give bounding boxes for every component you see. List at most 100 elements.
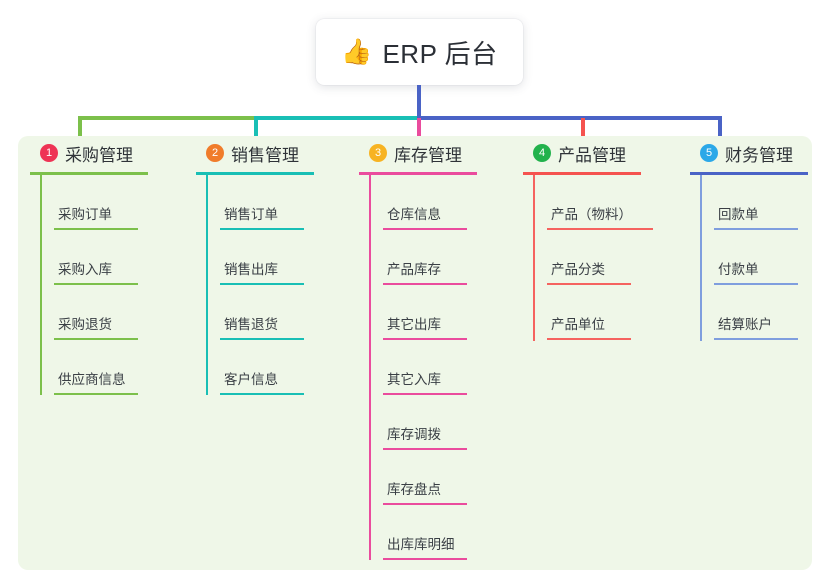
badge-3: 3	[369, 144, 387, 162]
thumbs-up-icon: 👍	[341, 37, 373, 66]
item-label: 产品分类	[551, 262, 605, 277]
item-label: 出库库明细	[387, 537, 455, 552]
list-item[interactable]: 供应商信息	[40, 340, 190, 395]
item-rule	[220, 228, 304, 230]
column-spine-2	[206, 175, 208, 395]
list-item[interactable]: 销售订单	[206, 175, 356, 230]
item-rule	[383, 558, 467, 560]
list-item[interactable]: 库存调拨	[369, 395, 519, 450]
item-label: 仓库信息	[387, 207, 441, 222]
item-rule	[383, 228, 467, 230]
column-title-1: 采购管理	[65, 145, 133, 165]
connector-drop-2	[254, 118, 258, 151]
item-label: 供应商信息	[58, 372, 126, 387]
item-rule	[54, 393, 138, 395]
item-rule	[383, 448, 467, 450]
item-rule	[220, 393, 304, 395]
item-rule	[220, 338, 304, 340]
connector-drop-5	[718, 118, 722, 151]
badge-5: 5	[700, 144, 718, 162]
column-spine-5	[700, 175, 702, 341]
item-label: 回款单	[718, 207, 759, 222]
item-label: 销售退货	[224, 317, 278, 332]
column-header-2[interactable]: 2 销售管理	[196, 140, 356, 166]
column-rule-2	[196, 172, 314, 175]
list-item[interactable]: 出库库明细	[369, 505, 519, 560]
column-inventory: 3 库存管理 仓库信息 产品库存 其它出库 其它入库 库存调拨 库存盘点	[359, 140, 519, 560]
item-label: 结算账户	[718, 317, 772, 332]
list-item[interactable]: 销售退货	[206, 285, 356, 340]
column-items-4: 产品（物料） 产品分类 产品单位	[523, 175, 683, 341]
connector-bus-segment-green	[78, 116, 256, 120]
list-item[interactable]: 付款单	[700, 230, 839, 285]
root-node-card[interactable]: 👍 ERP 后台	[316, 19, 523, 85]
item-rule	[54, 228, 138, 230]
item-label: 采购订单	[58, 207, 112, 222]
list-item[interactable]: 其它出库	[369, 285, 519, 340]
list-item[interactable]: 采购退货	[40, 285, 190, 340]
column-rule-1	[30, 172, 148, 175]
list-item[interactable]: 客户信息	[206, 340, 356, 395]
item-label: 采购入库	[58, 262, 112, 277]
list-item[interactable]: 结算账户	[700, 285, 839, 340]
item-label: 库存盘点	[387, 482, 441, 497]
list-item[interactable]: 产品库存	[369, 230, 519, 285]
column-title-3: 库存管理	[394, 145, 462, 165]
connector-bus-segment-blue	[417, 116, 722, 120]
item-label: 库存调拨	[387, 427, 441, 442]
column-items-3: 仓库信息 产品库存 其它出库 其它入库 库存调拨 库存盘点 出库库明细	[359, 175, 519, 560]
item-rule	[547, 338, 631, 340]
list-item[interactable]: 销售出库	[206, 230, 356, 285]
column-items-2: 销售订单 销售出库 销售退货 客户信息	[196, 175, 356, 395]
item-rule	[383, 338, 467, 340]
column-title-5: 财务管理	[725, 145, 793, 165]
item-rule	[220, 283, 304, 285]
column-title-4: 产品管理	[558, 145, 626, 165]
connector-trunk-vertical	[417, 85, 421, 119]
item-rule	[714, 228, 798, 230]
list-item[interactable]: 产品（物料）	[533, 175, 683, 230]
column-items-5: 回款单 付款单 结算账户	[690, 175, 839, 341]
item-label: 销售订单	[224, 207, 278, 222]
column-rule-3	[359, 172, 477, 175]
column-finance: 5 财务管理 回款单 付款单 结算账户	[690, 140, 839, 341]
badge-4: 4	[533, 144, 551, 162]
item-rule	[54, 283, 138, 285]
item-rule	[383, 503, 467, 505]
item-label: 其它出库	[387, 317, 441, 332]
item-rule	[383, 283, 467, 285]
list-item[interactable]: 其它入库	[369, 340, 519, 395]
item-rule	[547, 228, 653, 230]
item-label: 付款单	[718, 262, 759, 277]
item-rule	[383, 393, 467, 395]
list-item[interactable]: 库存盘点	[369, 450, 519, 505]
connector-drop-1	[78, 118, 82, 151]
item-label: 销售出库	[224, 262, 278, 277]
list-item[interactable]: 回款单	[700, 175, 839, 230]
column-title-2: 销售管理	[231, 145, 299, 165]
item-label: 采购退货	[58, 317, 112, 332]
column-rule-4	[523, 172, 641, 175]
connector-drop-3	[417, 118, 421, 151]
item-label: 其它入库	[387, 372, 441, 387]
connector-drop-4	[581, 118, 585, 151]
item-rule	[714, 283, 798, 285]
column-header-5[interactable]: 5 财务管理	[690, 140, 839, 166]
column-procurement: 1 采购管理 采购订单 采购入库 采购退货 供应商信息	[30, 140, 190, 395]
column-items-1: 采购订单 采购入库 采购退货 供应商信息	[30, 175, 190, 395]
badge-2: 2	[206, 144, 224, 162]
list-item[interactable]: 采购入库	[40, 230, 190, 285]
connector-bus-segment-teal	[254, 116, 419, 120]
item-label: 产品库存	[387, 262, 441, 277]
diagram-panel	[18, 136, 812, 570]
column-header-1[interactable]: 1 采购管理	[30, 140, 190, 166]
list-item[interactable]: 产品分类	[533, 230, 683, 285]
column-product: 4 产品管理 产品（物料） 产品分类 产品单位	[523, 140, 683, 341]
list-item[interactable]: 产品单位	[533, 285, 683, 340]
column-spine-1	[40, 175, 42, 395]
column-header-4[interactable]: 4 产品管理	[523, 140, 683, 166]
list-item[interactable]: 采购订单	[40, 175, 190, 230]
list-item[interactable]: 仓库信息	[369, 175, 519, 230]
column-header-3[interactable]: 3 库存管理	[359, 140, 519, 166]
item-label: 产品（物料）	[551, 207, 632, 222]
